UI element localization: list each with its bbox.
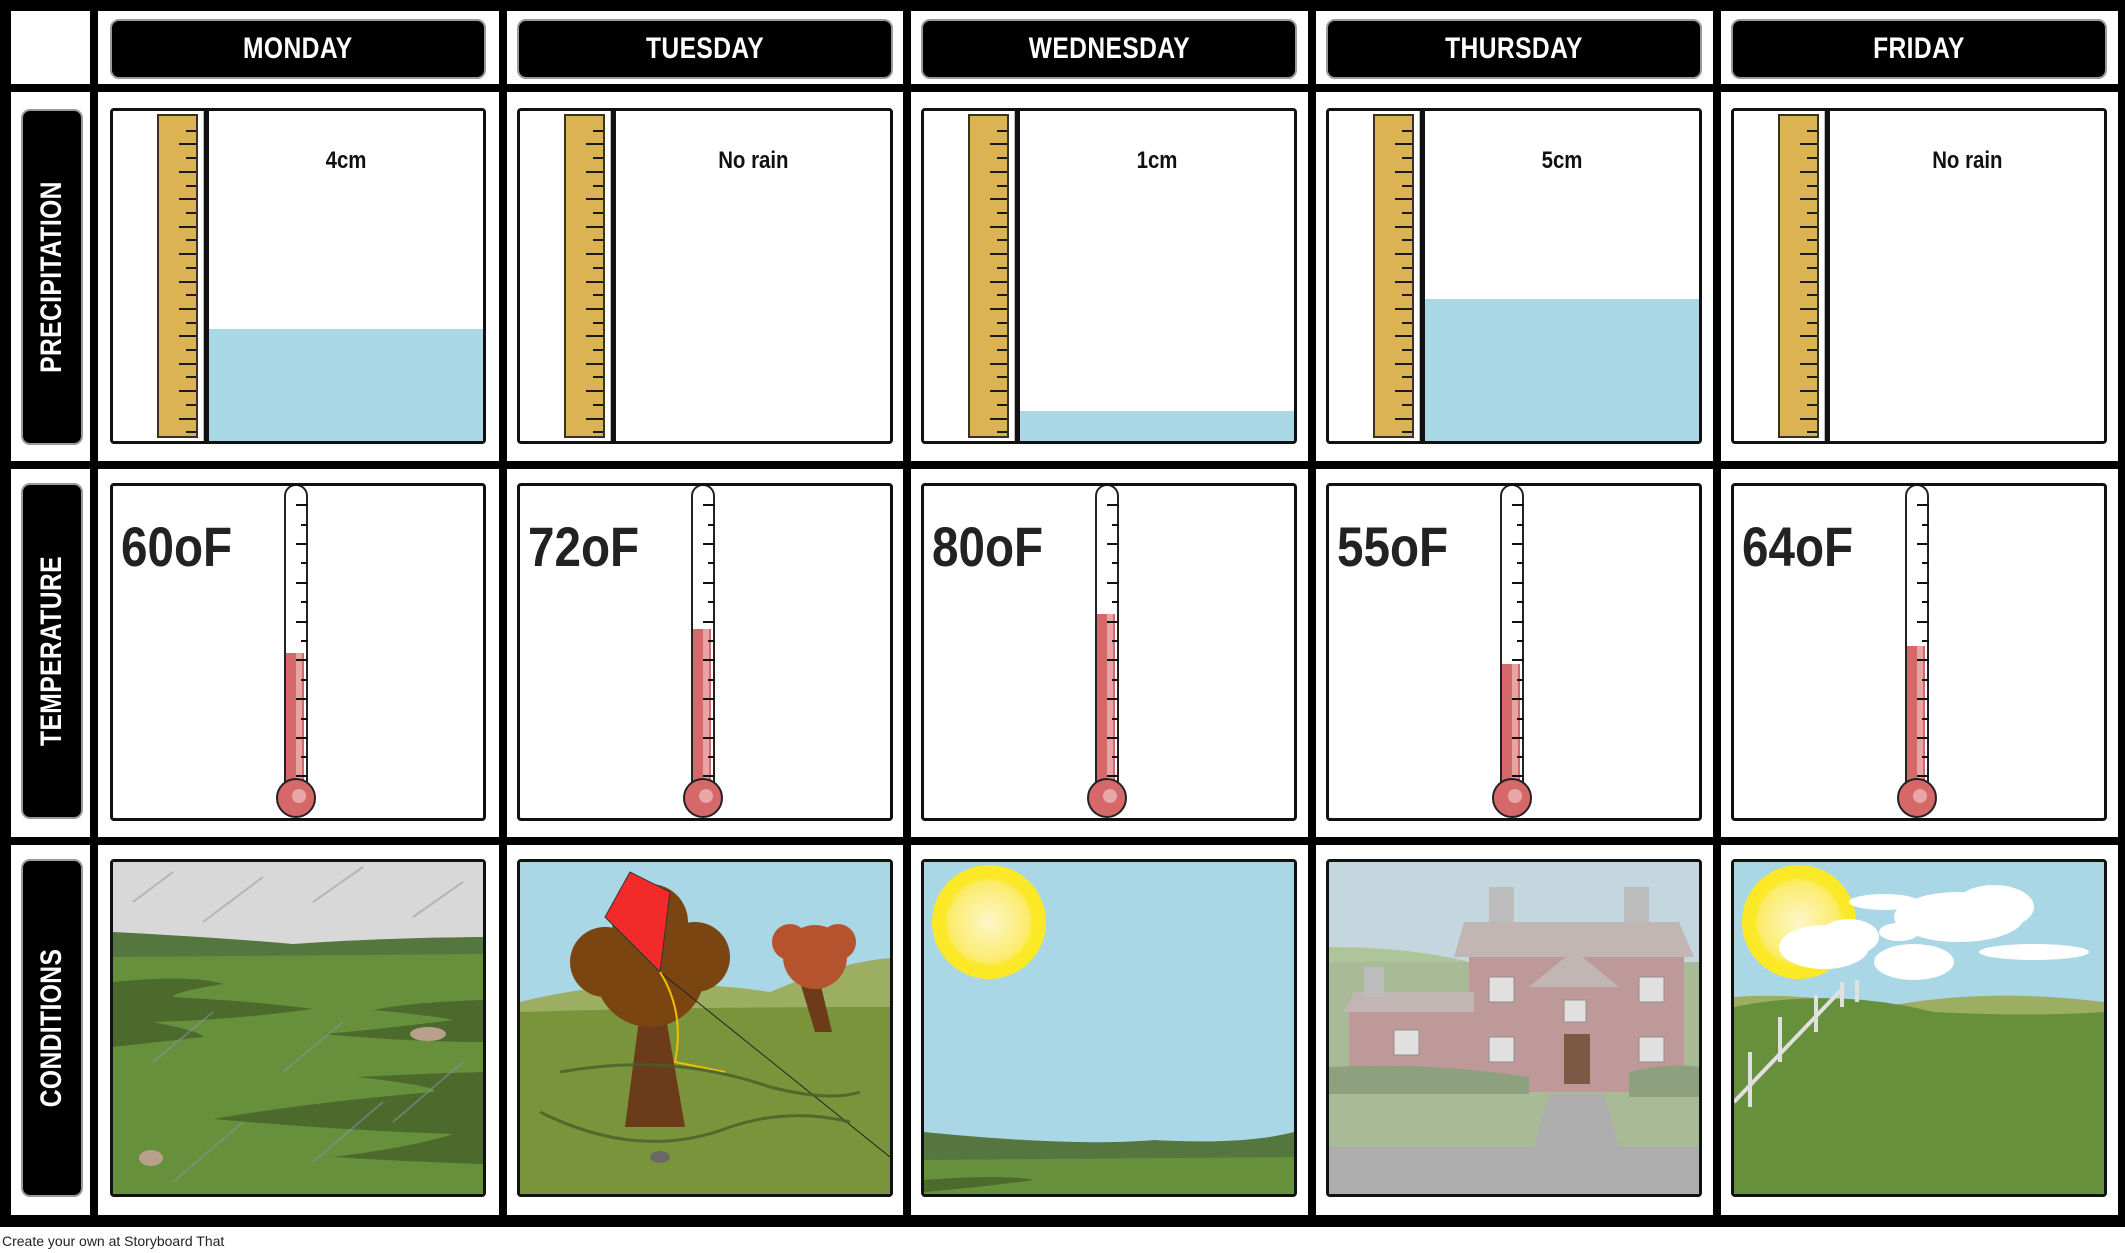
ruler-bay (520, 111, 611, 441)
row-label-text: TEMPERATURE (35, 556, 68, 746)
temp-cell-monday: 60oF (98, 469, 499, 837)
precip-cell-thursday: 5cm (1316, 92, 1713, 461)
water-level (209, 328, 483, 441)
rain-gauge-wednesday: 1cm (921, 108, 1297, 444)
ruler-icon (968, 114, 1009, 438)
ruler-icon (1373, 114, 1414, 438)
row-label-cell-precipitation: PRECIPITATION (11, 92, 90, 461)
row-label-cell-conditions: CONDITIONS (11, 845, 90, 1215)
conditions-cell-wednesday (911, 845, 1308, 1215)
water-container: No rain (611, 111, 890, 441)
mercury-level (1907, 646, 1925, 788)
temp-panel-monday: 60oF (110, 483, 486, 821)
temp-panel-tuesday: 72oF (517, 483, 893, 821)
header-cell-friday: FRIDAY (1721, 11, 2118, 84)
header-cell-wednesday: WEDNESDAY (911, 11, 1308, 84)
cloud-icon (1779, 885, 2089, 980)
ruler-bay (924, 111, 1015, 441)
day-header-monday: MONDAY (110, 19, 486, 79)
water-container: 1cm (1015, 111, 1294, 441)
ruler-bay (1734, 111, 1825, 441)
precip-cell-tuesday: No rain (507, 92, 903, 461)
conditions-cell-thursday (1316, 845, 1713, 1215)
precipitation-amount: 4cm (325, 147, 367, 174)
header-cell-tuesday: TUESDAY (507, 11, 903, 84)
conditions-cell-monday (98, 845, 499, 1215)
thermometer-icon (1087, 486, 1127, 818)
header-cell-monday: MONDAY (98, 11, 499, 84)
precipitation-amount: 1cm (1136, 147, 1178, 174)
row-label-temperature: TEMPERATURE (21, 483, 83, 819)
rain-gauge-thursday: 5cm (1326, 108, 1702, 444)
corner-cell (11, 11, 90, 84)
water-container: 4cm (204, 111, 483, 441)
thermometer-icon (683, 486, 723, 818)
day-header-thursday: THURSDAY (1326, 19, 1702, 79)
thermometer-icon (1492, 486, 1532, 818)
mercury-level (693, 629, 711, 788)
rain-gauge-friday: No rain (1731, 108, 2107, 444)
sunny-scene (921, 859, 1297, 1197)
ruler-bay (1329, 111, 1420, 441)
precipitation-amount: No rain (717, 147, 789, 174)
temp-panel-wednesday: 80oF (921, 483, 1297, 821)
row-label-cell-temperature: TEMPERATURE (11, 469, 90, 837)
precipitation-amount: 5cm (1541, 147, 1583, 174)
temperature-value: 80oF (932, 515, 1044, 578)
rainy-scene (110, 859, 486, 1197)
precip-cell-wednesday: 1cm (911, 92, 1308, 461)
precip-cell-friday: No rain (1721, 92, 2118, 461)
day-header-friday: FRIDAY (1731, 19, 2107, 79)
temperature-value: 60oF (121, 515, 233, 578)
day-header-wednesday: WEDNESDAY (921, 19, 1297, 79)
partly-cloudy-scene (1731, 859, 2107, 1197)
water-level (1425, 299, 1699, 441)
temp-cell-tuesday: 72oF (507, 469, 903, 837)
day-label: TUESDAY (645, 32, 765, 65)
temp-cell-thursday: 55oF (1316, 469, 1713, 837)
row-label-conditions: CONDITIONS (21, 859, 83, 1197)
thermometer-icon (276, 486, 316, 818)
ruler-icon (157, 114, 198, 438)
row-label-precipitation: PRECIPITATION (21, 109, 83, 445)
day-label: MONDAY (243, 32, 353, 65)
row-label-text: CONDITIONS (35, 948, 68, 1108)
ruler-icon (1778, 114, 1819, 438)
water-level (1020, 411, 1294, 441)
conditions-cell-friday (1721, 845, 2118, 1215)
temp-panel-thursday: 55oF (1326, 483, 1702, 821)
temp-cell-friday: 64oF (1721, 469, 2118, 837)
ruler-icon (564, 114, 605, 438)
day-header-tuesday: TUESDAY (517, 19, 893, 79)
ruler-bay (113, 111, 204, 441)
day-label: FRIDAY (1873, 32, 1965, 65)
water-container: No rain (1825, 111, 2104, 441)
temp-cell-wednesday: 80oF (911, 469, 1308, 837)
precipitation-amount: No rain (1931, 147, 2003, 174)
temperature-value: 64oF (1742, 515, 1854, 578)
rain-gauge-monday: 4cm (110, 108, 486, 444)
thermometer-icon (1897, 486, 1937, 818)
day-label: WEDNESDAY (1028, 32, 1190, 65)
conditions-cell-tuesday (507, 845, 903, 1215)
temperature-value: 55oF (1337, 515, 1449, 578)
mercury-level (1097, 614, 1115, 788)
storyboard-credit: Create your own at Storyboard That (2, 1233, 225, 1249)
rain-gauge-tuesday: No rain (517, 108, 893, 444)
row-label-text: PRECIPITATION (35, 181, 68, 373)
mercury-level (1502, 664, 1520, 788)
header-cell-thursday: THURSDAY (1316, 11, 1713, 84)
day-label: THURSDAY (1445, 32, 1583, 65)
temp-panel-friday: 64oF (1731, 483, 2107, 821)
windy-scene (517, 859, 893, 1197)
temperature-value: 72oF (528, 515, 640, 578)
water-container: 5cm (1420, 111, 1699, 441)
precip-cell-monday: 4cm (98, 92, 499, 461)
mercury-level (286, 653, 304, 788)
sun-icon (932, 865, 1046, 979)
cloudy-house-scene (1326, 859, 1702, 1197)
